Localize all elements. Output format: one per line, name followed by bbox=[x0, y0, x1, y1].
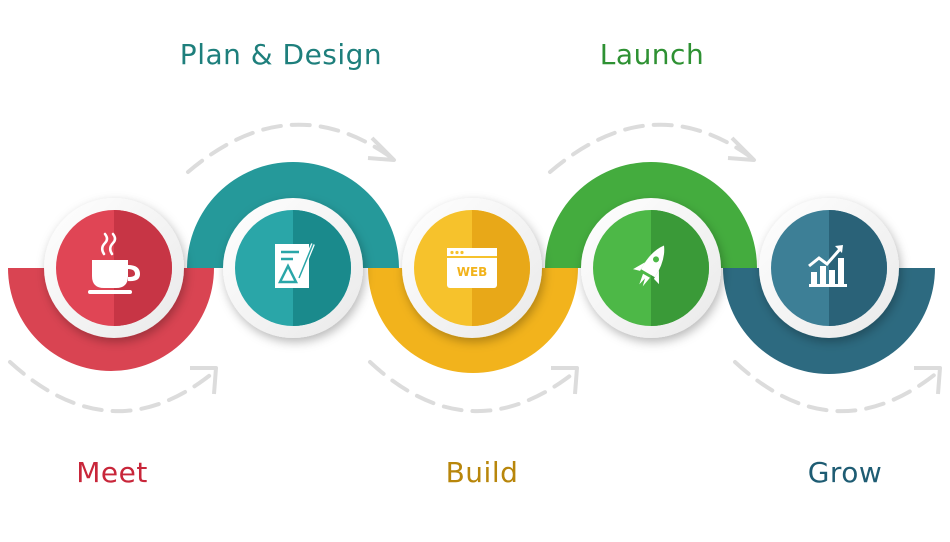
arrowheads bbox=[190, 136, 942, 395]
arrowhead-grow bbox=[914, 366, 942, 395]
arrow-build-bottom bbox=[368, 360, 577, 413]
arrowhead-build bbox=[551, 366, 579, 395]
step-label-meet: Meet bbox=[76, 456, 148, 489]
band-grow bbox=[723, 268, 935, 374]
band-build bbox=[368, 268, 578, 373]
step-circle-build: WEB bbox=[402, 198, 542, 338]
arrowhead-launch bbox=[727, 136, 756, 162]
web-browser-icon: WEB bbox=[447, 248, 497, 288]
coffee-cup-icon bbox=[88, 232, 140, 294]
step-circle-plan bbox=[223, 198, 363, 338]
step-label-launch: Launch bbox=[599, 38, 705, 71]
step-label-plan: Plan & Design bbox=[179, 38, 383, 71]
band-plan bbox=[187, 162, 399, 268]
step-circle-meet bbox=[44, 198, 184, 338]
step-circle-grow bbox=[759, 198, 899, 338]
band-launch bbox=[545, 162, 757, 268]
arrow-grow-bottom bbox=[733, 360, 940, 413]
arrowhead-plan bbox=[367, 136, 396, 162]
arrowhead-meet bbox=[190, 366, 218, 395]
rocket-icon bbox=[633, 245, 665, 287]
dashed-arrows bbox=[8, 122, 940, 413]
arrow-launch-top bbox=[548, 122, 754, 174]
web-icon-text: WEB bbox=[457, 265, 488, 279]
step-label-grow: Grow bbox=[807, 456, 883, 489]
arrow-plan-top bbox=[186, 122, 394, 174]
growth-chart-icon bbox=[808, 245, 847, 287]
design-sketch-icon bbox=[275, 243, 315, 288]
step-label-build: Build bbox=[445, 456, 519, 489]
arrow-meet-bottom bbox=[8, 360, 216, 413]
step-circle-launch bbox=[581, 198, 721, 338]
